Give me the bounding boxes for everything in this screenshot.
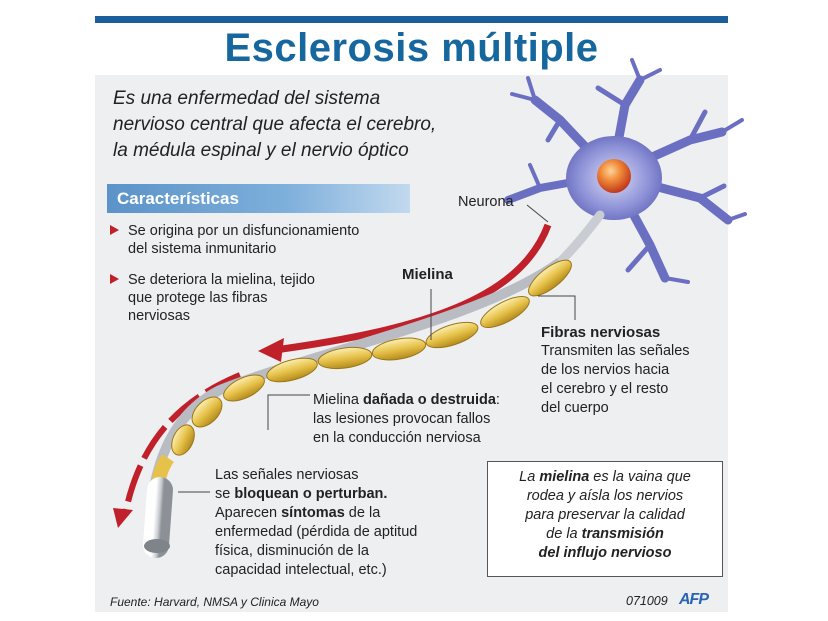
infobox-l3: para preservar la calidad [525,507,685,523]
bullet-arrow-icon [110,274,119,284]
danada-post: : [495,392,500,408]
label-neurona: Neurona [458,194,514,210]
infobox-l2: rodea y aísla los nervios [526,488,684,504]
damaged-axon-segment [143,477,173,558]
page-title: Esclerosis múltiple [224,26,599,70]
afp-logo: AFP [679,591,709,608]
signal-arrowhead-lower [113,508,133,528]
senales-line-5: física, disminución de la [215,543,369,559]
intro-text: Es una enfermedad del sistema nervioso c… [113,86,513,164]
bullet-2-line-3: nerviosas [128,308,191,324]
label-mielina-danada: Mielina dañada o destruida: las lesiones… [313,391,500,448]
infobox-l1-bold: mielina [539,469,590,485]
senales-line-3-bold: síntomas [281,505,345,521]
infobox-l1-pre: La [519,469,540,485]
leader-lines [178,204,576,493]
senales-line-4: enfermedad (pérdida de aptitud [215,524,418,540]
fibras-line-1: Transmiten las señales [541,343,690,359]
intro-line-2: nervioso central que afecta el cerebro, [113,114,437,135]
label-senales-bloqueadas: Las señales nerviosas se bloquean o pert… [215,466,417,580]
bullet-2-line-2: que protege las fibras [128,290,268,306]
myelin-sheath [145,257,572,536]
bullet-2-line-1: Se deteriora la mielina, tejido [128,272,315,288]
danada-pre: Mielina [313,392,363,408]
infobox-l4-pre: de la [546,526,582,542]
label-fibras-nerviosas: Fibras nerviosas Transmiten las señales … [541,323,690,418]
axon-end [144,539,170,553]
neuron-nucleus [597,159,631,193]
bullet-item-1: Se origina por un disfuncionamiento del … [110,222,359,258]
fibras-line-3: el cerebro y el resto [541,381,669,397]
infobox-l1-post: es la vaina que [589,469,691,485]
label-mielina: Mielina [402,266,453,283]
bullet-arrow-icon [110,225,119,235]
bullet-1-line-1: Se origina por un disfuncionamiento [128,223,360,239]
senales-line-6: capacidad intelectual, etc.) [215,562,387,578]
senales-line-3-post: de la [344,505,381,521]
bullet-item-2: Se deteriora la mielina, tejido que prot… [110,271,315,325]
danada-line-2: las lesiones provocan fallos [313,411,491,427]
graphic-code: 071009 [626,594,668,608]
infobox-l5-bold: del influjo nervioso [538,545,672,561]
characteristics-heading: Características [107,184,410,213]
signal-arrow-lower [122,372,242,516]
signal-arrowhead-upper [258,338,284,362]
infobox-l4-bold: transmisión [581,526,664,542]
bullet-1-line-2: del sistema inmunitario [128,241,277,257]
intro-line-1: Es una enfermedad del sistema [113,88,381,109]
senales-line-2-bold: bloquean o perturban. [234,486,388,502]
myelin-info-box: La mielina es la vaina que rodea y aísla… [487,461,723,577]
danada-line-3: en la conducción nerviosa [313,430,481,446]
intro-line-3: la médula espinal y el nervio óptico [113,140,409,161]
axon-hillock [555,210,605,267]
danada-bold: dañada o destruida [362,392,496,408]
fibras-heading: Fibras nerviosas [541,324,661,341]
fibras-line-4: del cuerpo [541,400,609,416]
senales-line-3-pre: Aparecen [215,505,282,521]
fibras-line-2: de los nervios hacia [541,362,670,378]
senales-line-2-pre: se [215,486,235,502]
source-credit: Fuente: Harvard, NMSA y Clinica Mayo [110,595,319,609]
senales-line-1: Las señales nerviosas [215,467,359,483]
top-rule [95,16,728,23]
